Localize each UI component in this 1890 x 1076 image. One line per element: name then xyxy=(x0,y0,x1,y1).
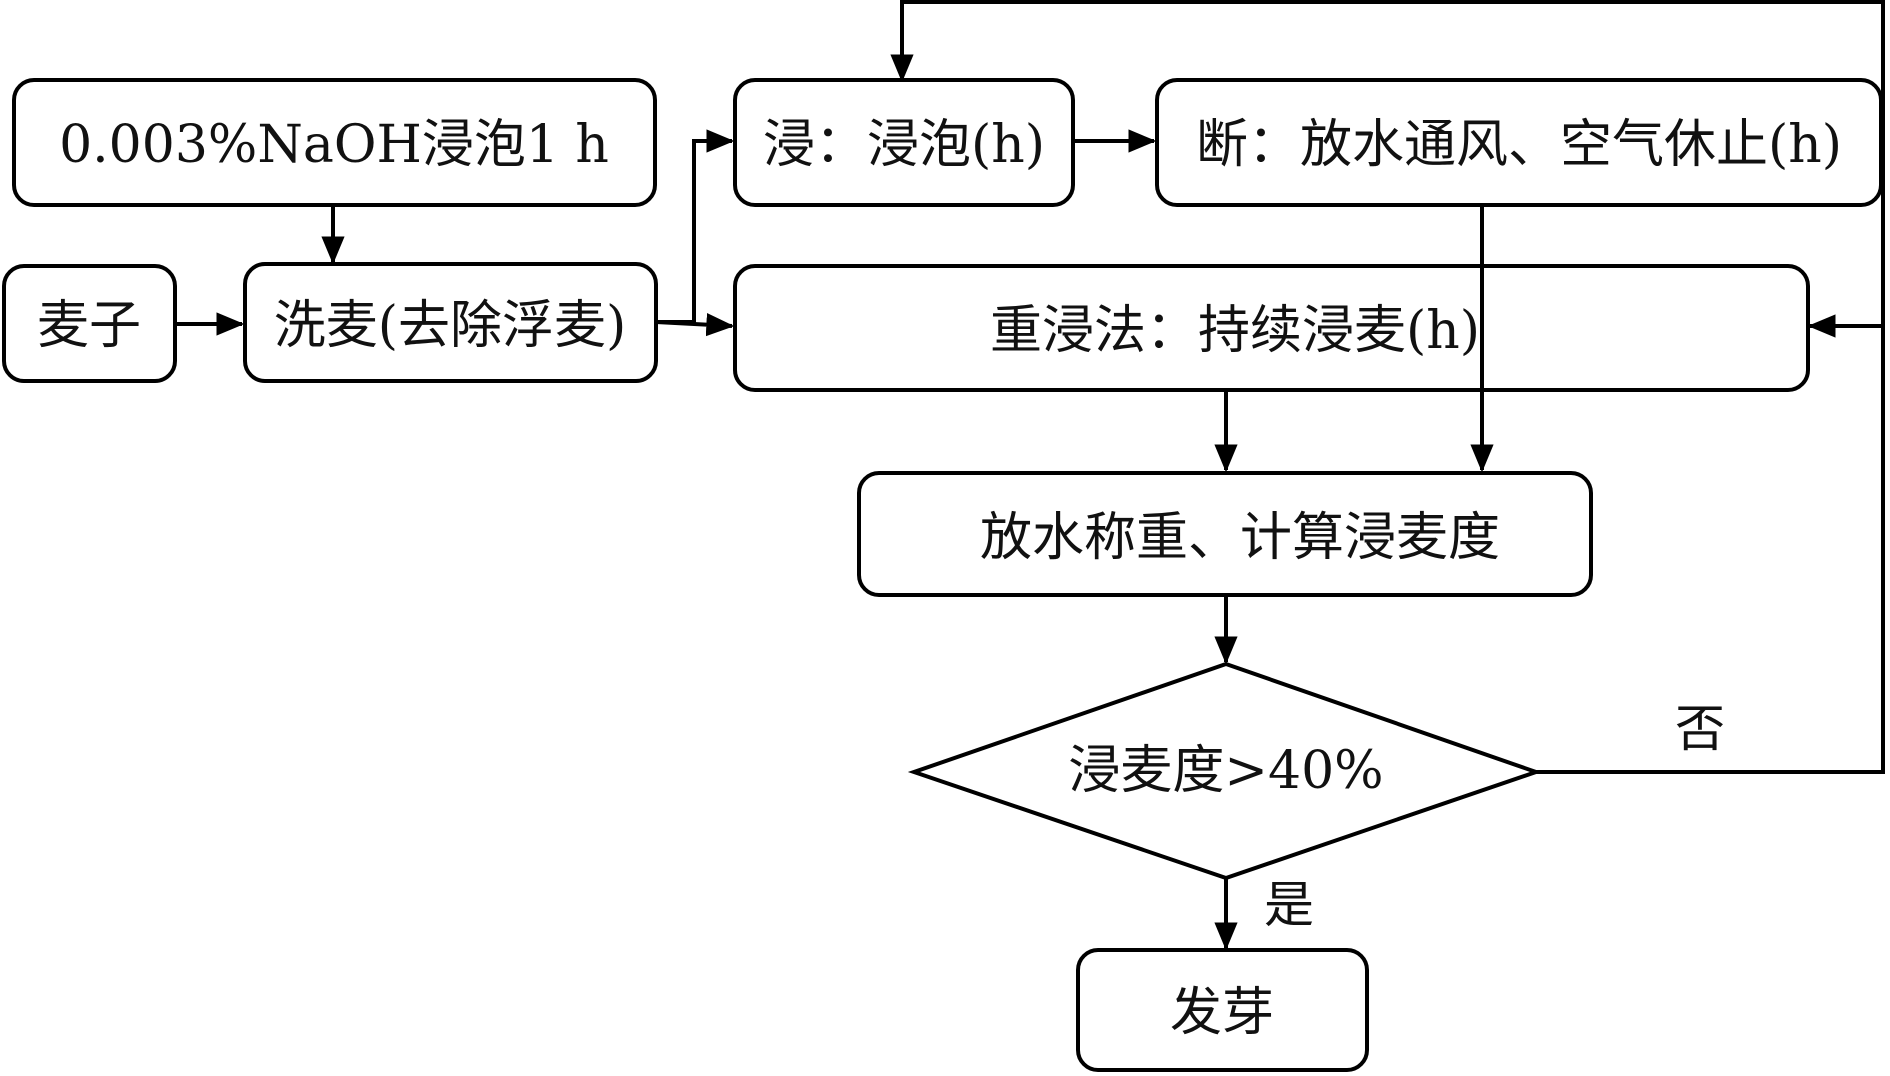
edge-decision-no-loop xyxy=(890,0,1885,774)
node-weigh: 放水称重、计算浸麦度 xyxy=(857,471,1593,597)
node-break-label: 断：放水通风、空气休止(h) xyxy=(1196,115,1842,175)
node-soak: 浸：浸泡(h) xyxy=(733,78,1075,207)
node-wash: 洗麦(去除浮麦) xyxy=(243,262,658,383)
edges xyxy=(175,0,1885,951)
node-wheat-label: 麦子 xyxy=(37,296,141,356)
edge-label-yes: 是 xyxy=(1264,876,1314,934)
node-naoh-soak: 0.003%NaOH浸泡1 h xyxy=(12,78,657,207)
node-wash-label: 洗麦(去除浮麦) xyxy=(274,296,627,356)
node-decision-label: 浸麦度>40% xyxy=(1068,741,1383,801)
edge-label-no: 否 xyxy=(1675,700,1725,758)
node-wheat: 麦子 xyxy=(2,264,177,383)
node-break: 断：放水通风、空气休止(h) xyxy=(1155,78,1883,207)
node-soak-label: 浸：浸泡(h) xyxy=(763,115,1045,175)
node-germinate-label: 发芽 xyxy=(1170,983,1274,1043)
node-naoh-soak-label: 0.003%NaOH浸泡1 h xyxy=(59,115,609,175)
node-decision: 浸麦度>40% xyxy=(907,661,1543,881)
edge-wash-to-resoak xyxy=(655,313,735,337)
node-re-soak: 重浸法：持续浸麦(h) xyxy=(733,264,1810,392)
node-germinate: 发芽 xyxy=(1076,948,1369,1072)
node-weigh-label: 放水称重、计算浸麦度 xyxy=(980,508,1500,568)
edge-wash-to-soak xyxy=(656,129,735,324)
node-re-soak-label: 重浸法：持续浸麦(h) xyxy=(990,301,1480,361)
